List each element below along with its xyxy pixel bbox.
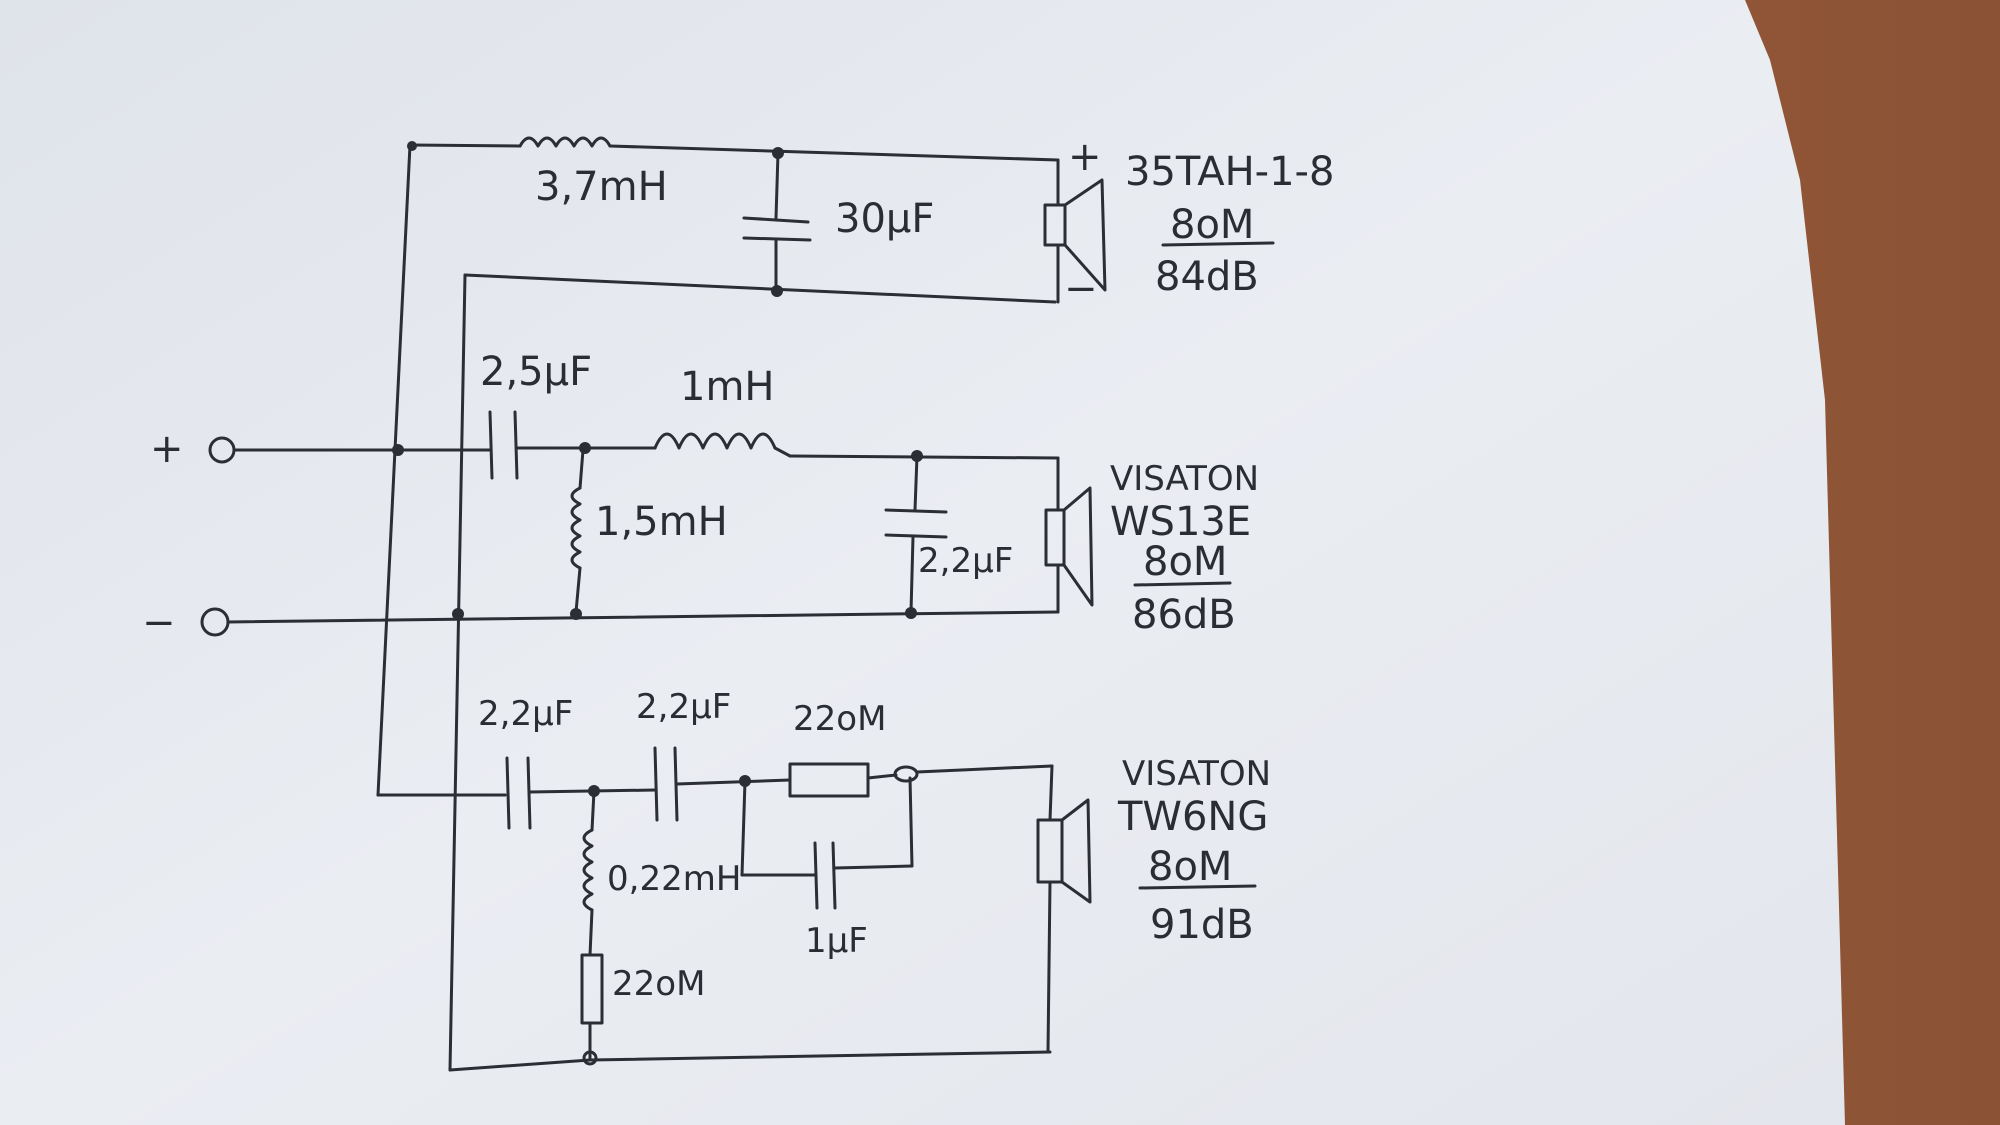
tweeter-model: TW6NG: [1117, 794, 1268, 840]
plus-terminal: [208, 436, 400, 464]
woofer-inductor-label: 3,7mH: [535, 164, 668, 210]
woofer-impedance: 8oM: [1170, 202, 1254, 248]
woofer-capacitor-label: 30µF: [835, 196, 934, 242]
woofer-inductor: [518, 136, 612, 148]
plus-rail: [376, 143, 412, 797]
tweeter-shunt-resistor: [580, 953, 604, 1066]
tweeter-speaker-icon: [1036, 764, 1092, 1054]
woofer-polarity-minus: −: [1064, 266, 1098, 312]
tweeter-impedance: 8oM: [1148, 844, 1232, 890]
mid-sensitivity: 86dB: [1132, 592, 1236, 638]
woofer-model: 35TAH-1-8: [1125, 149, 1334, 195]
tweeter-sensitivity: 91dB: [1150, 902, 1254, 948]
woofer-sensitivity: 84dB: [1155, 254, 1259, 300]
plus-terminal-label: +: [150, 426, 184, 472]
mid-model: WS13E: [1110, 499, 1251, 545]
paper-sheet: [0, 0, 1845, 1125]
tweeter-shunt-inductor: [582, 789, 596, 957]
mid-shunt-capacitor-label: 2,2µF: [918, 541, 1013, 581]
tweeter-shunt-inductor-label: 0,22mH: [607, 859, 741, 899]
mid-shunt-inductor: [570, 448, 585, 620]
mid-impedance: 8oM: [1143, 539, 1227, 585]
tweeter-series-resistor-label: 22oM: [793, 699, 886, 739]
tweeter-brand: VISATON: [1122, 754, 1271, 794]
woofer-capacitor: [742, 151, 812, 297]
tweeter-capacitor-1-label: 2,2µF: [478, 694, 573, 734]
tweeter-bypass-capacitor-label: 1µF: [805, 921, 868, 961]
mid-series-capacitor: [488, 410, 519, 480]
mid-series-capacitor-label: 2,5µF: [480, 349, 592, 395]
minus-terminal-label: −: [142, 600, 176, 646]
mid-series-inductor: [653, 432, 777, 450]
tweeter-shunt-resistor-label: 22oM: [612, 964, 705, 1004]
woofer-speaker-icon: [1043, 158, 1107, 304]
tweeter-capacitor-2-label: 2,2µF: [636, 687, 731, 727]
minus-terminal: [200, 607, 1060, 637]
tweeter-bypass-capacitor: [740, 776, 914, 910]
tweeter-series-resistor: [788, 762, 870, 798]
tweeter-junction: [893, 765, 919, 783]
mid-brand: VISATON: [1110, 459, 1259, 499]
mid-speaker-icon: [1044, 456, 1094, 614]
mid-series-inductor-label: 1mH: [680, 364, 775, 410]
woofer-polarity-plus: +: [1068, 134, 1102, 180]
minus-rail: [448, 273, 467, 1072]
mid-shunt-inductor-label: 1,5mH: [595, 499, 728, 545]
mid-shunt-capacitor: [884, 454, 948, 619]
